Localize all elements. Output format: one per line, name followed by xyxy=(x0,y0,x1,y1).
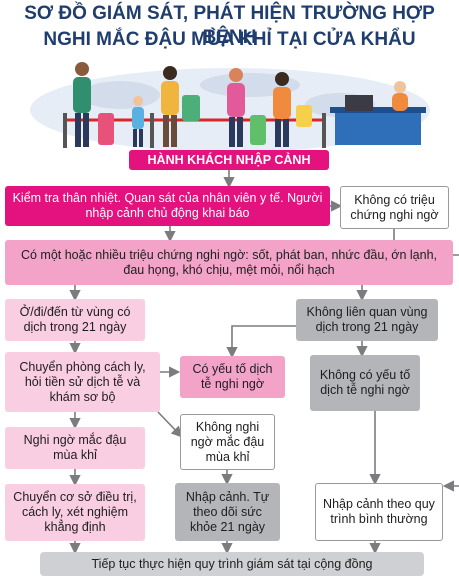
box-epidemiological-yes: Có yếu tố dịch tễ nghi ngờ xyxy=(180,356,285,398)
box-screening: Kiểm tra thân nhiệt. Quan sát của nhân v… xyxy=(5,186,330,226)
box-continue-community-monitoring: Tiếp tục thực hiện quy trình giám sát tạ… xyxy=(40,552,424,576)
box-from-outbreak-area: Ở/đi/đến từ vùng có dịch trong 21 ngày xyxy=(5,299,145,341)
title-line-2: NGHI MẮC ĐẬU MÙA KHỈ TẠI CỬA KHẨU xyxy=(43,29,416,50)
title-line-1: SƠ ĐỒ GIÁM SÁT, PHÁT HIỆN TRƯỜNG HỢP BỆN… xyxy=(24,3,435,48)
box-not-outbreak-area: Không liên quan vùng dịch trong 21 ngày xyxy=(296,299,438,341)
box-no-symptoms: Không có triệu chứng nghi ngờ xyxy=(340,186,449,229)
airport-illustration xyxy=(30,62,430,152)
box-not-suspected: Không nghi ngờ mắc đậu mùa khỉ xyxy=(180,414,275,470)
box-entry-self-monitor: Nhập cảnh. Tự theo dõi sức khỏe 21 ngày xyxy=(175,483,280,541)
box-suspected-case: Nghi ngờ mắc đậu mùa khỉ xyxy=(5,427,145,469)
box-entry-normal: Nhập cảnh theo quy trình bình thường xyxy=(315,483,443,541)
box-has-symptoms: Có một hoặc nhiều triệu chứng nghi ngờ: … xyxy=(5,240,453,285)
box-arriving-passengers: HÀNH KHÁCH NHẬP CẢNH xyxy=(129,150,329,170)
box-isolation-room: Chuyển phòng cách ly, hỏi tiền sử dịch t… xyxy=(5,352,160,412)
box-epidemiological-no: Không có yếu tố dịch tễ nghi ngờ xyxy=(310,355,420,411)
box-transfer-treatment: Chuyển cơ sở điều trị, cách ly, xét nghi… xyxy=(5,484,145,541)
